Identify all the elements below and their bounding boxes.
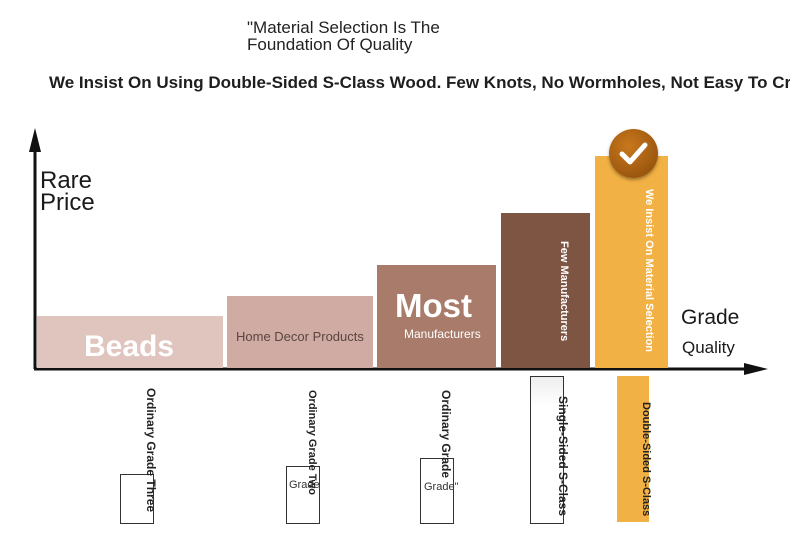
title-line-2: Foundation Of Quality (247, 35, 413, 54)
y-axis-label-line-2: Price (40, 189, 95, 216)
category-box-5 (617, 376, 649, 522)
title-line-1: "Material Selection Is The (247, 18, 440, 37)
bar-ordinary-grade (377, 264, 496, 368)
category-box-2-label: Grade (289, 479, 320, 491)
bar-ordinary-grade-three (37, 316, 223, 368)
y-axis-label: Rare Price (40, 167, 95, 216)
chart-subtitle: We Insist On Using Double-Sided S-Class … (49, 73, 790, 92)
y-axis-arrow (29, 128, 41, 152)
check-badge (609, 129, 658, 178)
category-box-4 (530, 376, 564, 524)
category-label-3: Ordinary Grade (439, 390, 453, 479)
category-label-4: Single-Sided S-Class (556, 396, 570, 517)
bar-label-home-decor: Home Decor Products (236, 329, 364, 344)
category-label-5: Double-Sided S-Class (640, 402, 652, 517)
bar-sublabel-manufacturers: Manufacturers (404, 327, 481, 341)
x-axis-label-secondary: Quality (682, 338, 735, 357)
x-axis-arrow (744, 363, 768, 375)
bar-single-sided-s-class (501, 212, 590, 368)
category-box-2: Grade (286, 466, 320, 524)
bar-double-sided-s-class (595, 155, 668, 368)
category-box-3: Grade" (420, 458, 458, 524)
bar-label-beads: Beads (84, 330, 175, 363)
category-label-1: Ordinary Grade Three (144, 388, 158, 513)
bar-label-material-selection: We Insist On Material Selection (643, 189, 655, 353)
category-box-1 (120, 474, 154, 524)
y-axis-label-line-1: Rare (40, 167, 93, 194)
check-icon (619, 142, 648, 165)
bar-label-most: Most (395, 287, 472, 324)
x-axis-label: Grade (681, 306, 740, 329)
category-box-3-label: Grade" (424, 481, 459, 493)
chart-title: "Material Selection Is The Foundation Of… (247, 19, 440, 53)
bar-label-few-manufacturers: Few Manufacturers (558, 241, 570, 342)
category-label-2: Ordinary Grade Two (306, 390, 318, 495)
bar-ordinary-grade-two (227, 295, 373, 368)
